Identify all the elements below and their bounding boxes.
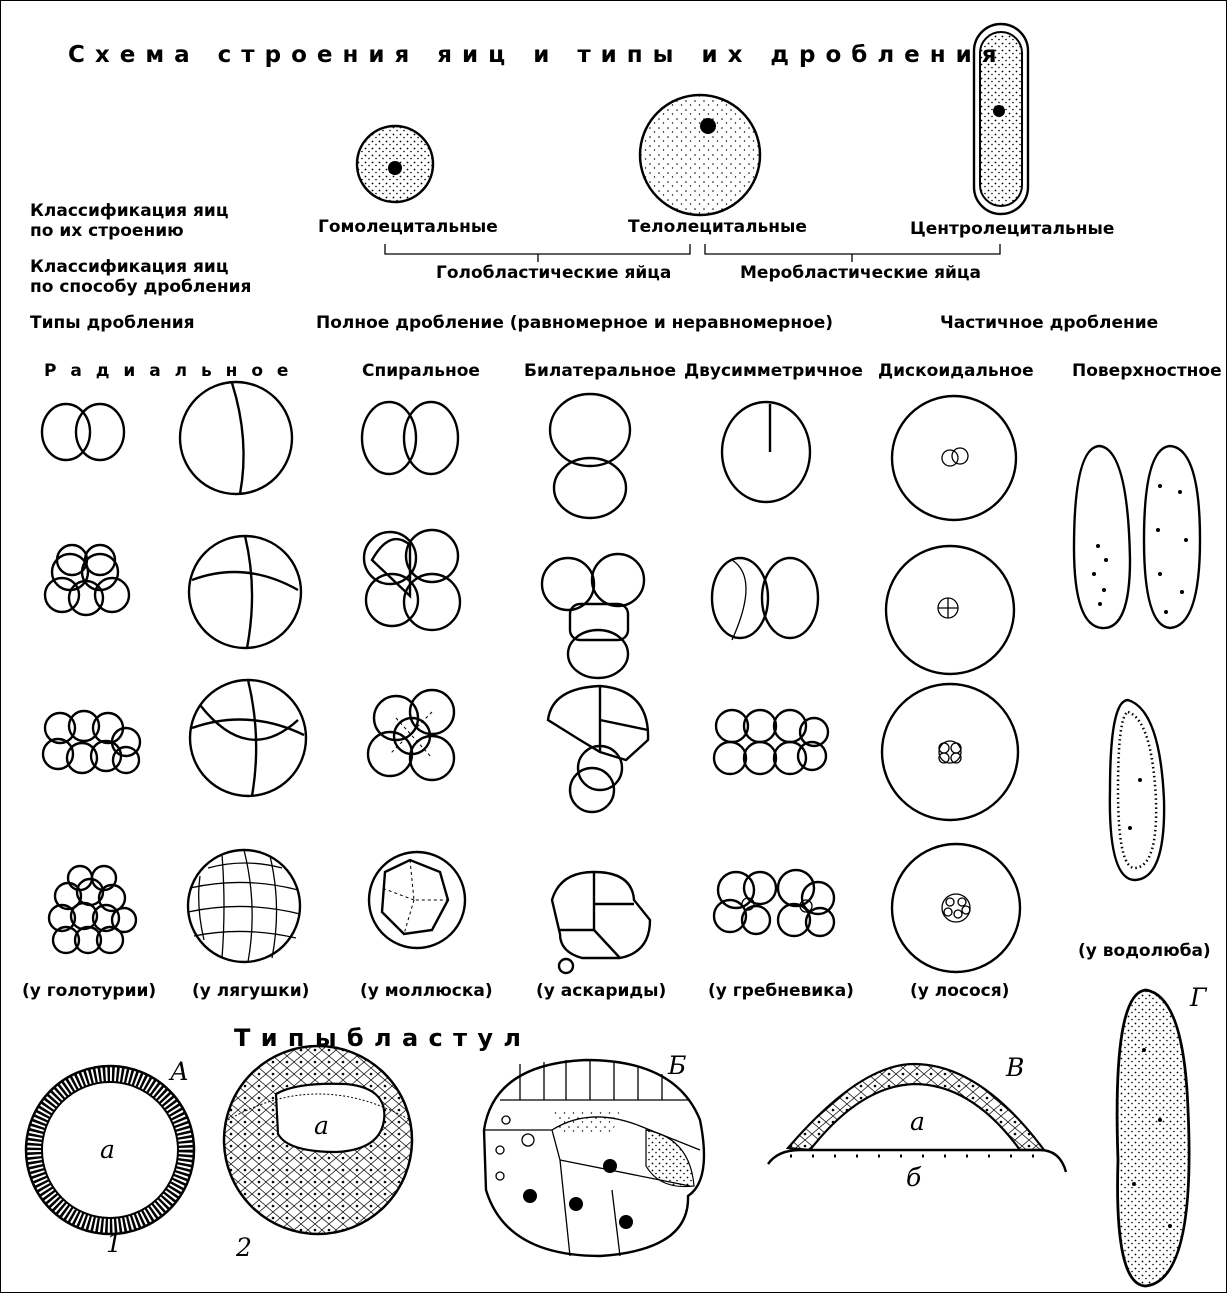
scheme-title: Схема строения яиц и типы их дробления bbox=[68, 42, 1007, 68]
discoidal-header: Дискоидальное bbox=[878, 361, 1034, 381]
salmon-blastodisc bbox=[892, 844, 1020, 972]
label-cavity-V: а bbox=[910, 1107, 925, 1136]
cleavage-method-label-line2: по способу дробления bbox=[30, 277, 251, 297]
cleavage-method-label-line1: Классификация яиц bbox=[30, 257, 228, 277]
partial-cleavage-label: Частичное дробление bbox=[940, 313, 1158, 333]
mollusc-stage-2 bbox=[362, 402, 458, 474]
holothurian-stage-8 bbox=[45, 545, 129, 615]
ctenophore-stage-4 bbox=[712, 558, 818, 640]
amphiblastula bbox=[224, 1046, 412, 1234]
ctenophore-blastula bbox=[714, 870, 834, 936]
bisymmetric-header: Двусимметричное bbox=[684, 361, 863, 381]
homolecithal-label: Гомолецитальные bbox=[318, 217, 498, 237]
ascarid-stage-8 bbox=[548, 686, 648, 812]
holothurian-blastula bbox=[49, 866, 136, 953]
label-1: 1 bbox=[106, 1229, 122, 1258]
telolecithal-label: Телолецитальные bbox=[628, 217, 807, 237]
mollusc-stage-4 bbox=[364, 530, 460, 630]
mollusc-stage-8 bbox=[368, 690, 454, 780]
meroblastic-label: Меробластические яйца bbox=[740, 263, 981, 283]
ctenophore-stage-8 bbox=[714, 710, 828, 774]
cleavage-types-label: Типы дробления bbox=[30, 313, 195, 333]
complete-cleavage-label: Полное дробление (равномерное и неравном… bbox=[316, 313, 833, 333]
bilateral-header: Билатеральное bbox=[524, 361, 676, 381]
salmon-stage-2 bbox=[892, 396, 1016, 520]
frog-stage-4 bbox=[189, 536, 301, 648]
homolecithal-egg bbox=[357, 126, 433, 202]
ctenophore-stage-2 bbox=[722, 402, 810, 502]
structure-label-line1: Классификация яиц bbox=[30, 201, 228, 221]
mollusc-caption: (у моллюска) bbox=[360, 981, 493, 1001]
superficial-header: Поверхностное bbox=[1072, 361, 1222, 381]
holoblastic-brace bbox=[385, 244, 690, 262]
salmon-caption: (у лосося) bbox=[910, 981, 1009, 1001]
radial-header: Р а д и а л ь н о е bbox=[44, 361, 292, 381]
water-beetle-caption: (у водолюба) bbox=[1078, 941, 1211, 961]
water-beetle-blastoderm bbox=[1110, 700, 1164, 880]
label-2: 2 bbox=[235, 1233, 252, 1262]
spiral-header: Спиральное bbox=[362, 361, 480, 381]
frog-stage-8 bbox=[190, 680, 306, 796]
holothurian-caption: (у голотурии) bbox=[22, 981, 156, 1001]
water-beetle-early-2 bbox=[1144, 446, 1200, 628]
water-beetle-early-1 bbox=[1074, 446, 1130, 628]
label-A: А bbox=[168, 1057, 189, 1086]
label-yolk-b: б bbox=[906, 1163, 922, 1192]
blastula-types-title: Т и п ы б л а с т у л bbox=[234, 1024, 521, 1052]
ctenophore-caption: (у гребневика) bbox=[708, 981, 854, 1001]
stereoblastula bbox=[484, 1060, 704, 1256]
centrolecithal-egg bbox=[974, 24, 1028, 214]
label-B: Б bbox=[667, 1051, 686, 1080]
mollusc-blastula bbox=[369, 852, 465, 948]
ascarid-caption: (у аскариды) bbox=[536, 981, 666, 1001]
centrolecithal-label: Центролецитальные bbox=[910, 219, 1114, 239]
holoblastic-label: Голобластические яйца bbox=[436, 263, 671, 283]
frog-caption: (у лягушки) bbox=[192, 981, 309, 1001]
ascarid-blastula bbox=[552, 872, 650, 973]
label-G: Г bbox=[1189, 983, 1208, 1012]
holothurian-stage-2 bbox=[42, 404, 124, 460]
structure-label-line2: по их строению bbox=[30, 221, 184, 241]
ascarid-stage-4 bbox=[542, 554, 644, 678]
frog-stage-2 bbox=[180, 382, 292, 494]
label-V: В bbox=[1005, 1053, 1024, 1082]
label-cavity-2: а bbox=[314, 1111, 329, 1140]
periblastula bbox=[1117, 990, 1189, 1286]
holothurian-stage-16 bbox=[43, 711, 140, 773]
ascarid-stage-2 bbox=[550, 394, 630, 518]
label-cavity-A: а bbox=[100, 1135, 115, 1164]
salmon-stage-4 bbox=[886, 546, 1014, 674]
meroblastic-brace bbox=[705, 244, 1000, 262]
telolecithal-egg bbox=[640, 95, 760, 215]
frog-blastula bbox=[188, 850, 300, 962]
salmon-stage-8 bbox=[882, 684, 1018, 820]
